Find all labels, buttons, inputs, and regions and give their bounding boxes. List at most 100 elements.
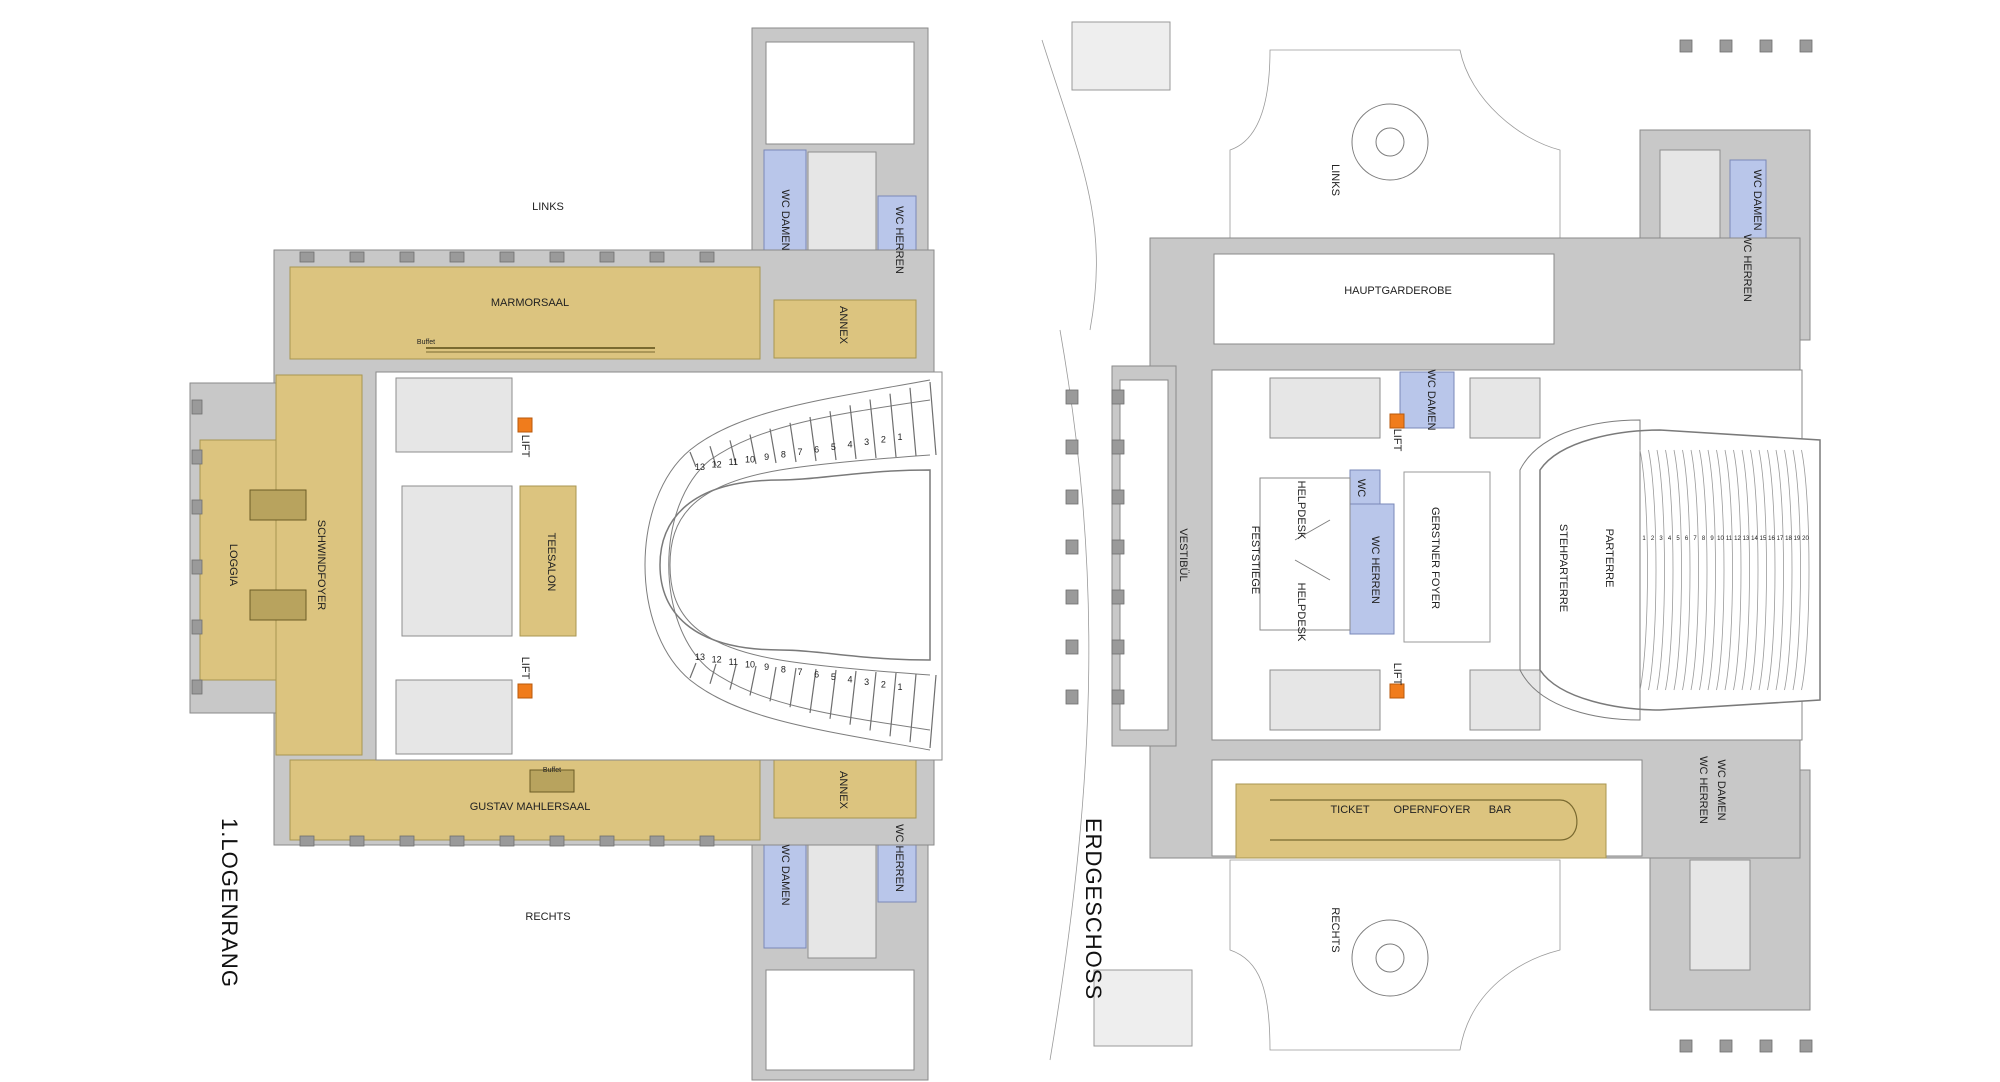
- box-number-top: 1: [897, 432, 902, 442]
- stairs-center-left: [401, 485, 513, 637]
- facade-column: [191, 399, 203, 415]
- loggia-buffet-bottom: [249, 589, 307, 621]
- lift-bottom-right: [1389, 683, 1405, 699]
- label-schwindfoyer: SCHWINDFOYER: [315, 520, 327, 611]
- label-annex-top: ANNEX: [837, 306, 849, 345]
- plan-erdgeschoss: [1041, 21, 1821, 1061]
- row-number: 4: [1668, 536, 1672, 542]
- hauptgarderobe[interactable]: [1213, 253, 1555, 345]
- box-number-bottom: 10: [745, 660, 755, 670]
- label-wc-herren-top: WC HERREN: [893, 206, 905, 274]
- wc-herren-mid[interactable]: [1349, 503, 1395, 635]
- gustav-mahlersaal[interactable]: [289, 759, 761, 841]
- row-number: 20: [1802, 536, 1809, 542]
- label-lift-bottom-right: LIFT: [1391, 663, 1403, 686]
- facade-column: [1065, 639, 1079, 655]
- label-lift-top-right: LIFT: [1391, 429, 1403, 452]
- label-helpdesk-bottom: HELPDESK: [1295, 583, 1307, 642]
- loggia-buffet-top: [249, 489, 307, 521]
- lift-top-right: [1389, 413, 1405, 429]
- parterre[interactable]: [1539, 429, 1821, 711]
- teesalon[interactable]: [519, 485, 577, 637]
- seat-row: [1801, 449, 1810, 691]
- facade-column: [699, 835, 715, 847]
- courtyard-bottom: [1229, 859, 1561, 1051]
- wc-damen-mid[interactable]: [1399, 371, 1455, 429]
- label-feststiege: FESTSTIEGE: [1249, 526, 1261, 594]
- lift-top-left: [517, 417, 533, 433]
- annex-bottom[interactable]: [773, 759, 917, 819]
- row-number: 14: [1751, 536, 1758, 542]
- label-buffet-marmorsaal: Buffet: [417, 339, 435, 346]
- feststiege[interactable]: [1259, 477, 1351, 631]
- stehparterre[interactable]: [1519, 419, 1641, 721]
- label-annex-bottom: ANNEX: [837, 771, 849, 810]
- row-number: 17: [1777, 536, 1784, 542]
- facade-column: [1065, 589, 1079, 605]
- box-divider-top: [729, 440, 737, 466]
- facade-column: [599, 835, 615, 847]
- label-wc-herren-top-r: WC HERREN: [1741, 234, 1753, 302]
- facade-column: [349, 251, 365, 263]
- label-rechts-left: RECHTS: [525, 911, 570, 923]
- label-vestibuel: VESTIBÜL: [1177, 528, 1189, 581]
- facade-column: [549, 251, 565, 263]
- box-number-bottom: 11: [729, 657, 738, 667]
- label-wc-herren-bottom-r: WC HERREN: [1697, 756, 1709, 824]
- row-number: 9: [1710, 536, 1714, 542]
- facade-column: [191, 679, 203, 695]
- facade-column: [1065, 489, 1079, 505]
- schwindfoyer[interactable]: [275, 374, 363, 756]
- box-number-top: 6: [814, 445, 819, 455]
- gerstner-foyer[interactable]: [1403, 471, 1491, 643]
- facade-column: [349, 835, 365, 847]
- wc-small[interactable]: [1349, 469, 1381, 505]
- box-divider-bottom: [769, 666, 777, 702]
- label-title-logenrang: 1.LOGENRANG: [217, 818, 242, 988]
- label-opernfoyer: OPERNFOYER: [1393, 804, 1470, 816]
- label-wc-damen-bottom: WC DAMEN: [779, 844, 791, 905]
- label-bar: BAR: [1489, 804, 1512, 816]
- label-wc-herren-bottom: WC HERREN: [893, 824, 905, 892]
- seat-row: [1716, 449, 1725, 691]
- box-number-top: 13: [695, 462, 705, 472]
- box-divider-top: [869, 399, 877, 459]
- seat-row: [1699, 449, 1708, 691]
- annex-top[interactable]: [773, 299, 917, 359]
- seat-row: [1673, 449, 1682, 691]
- label-lift-bottom-left: LIFT: [519, 657, 531, 680]
- facade-column: [1111, 489, 1125, 505]
- facade-column: [649, 835, 665, 847]
- row-number: 5: [1676, 536, 1680, 542]
- seat-row: [1724, 449, 1733, 691]
- box-divider-bottom: [749, 665, 757, 696]
- box-number-bottom: 12: [712, 655, 722, 665]
- stairs-bottom-left: [395, 679, 513, 755]
- lift-bottom-left: [517, 683, 533, 699]
- box-number-top: 10: [745, 455, 755, 465]
- box-number-top: 7: [797, 447, 802, 457]
- label-wc-damen-top: WC DAMEN: [779, 189, 791, 250]
- vestibuel[interactable]: [1119, 379, 1169, 731]
- facade-column: [399, 251, 415, 263]
- facade-column: [1719, 39, 1733, 53]
- marmorsaal[interactable]: [289, 266, 761, 360]
- fountain-bottom: [1351, 919, 1429, 997]
- opernfoyer[interactable]: [1235, 783, 1607, 859]
- box-divider-bottom: [909, 673, 917, 743]
- box-divider-top: [749, 434, 757, 465]
- facade-column: [1065, 539, 1079, 555]
- row-number: 18: [1785, 536, 1792, 542]
- box-divider-top: [709, 445, 717, 467]
- label-title-erdgeschoss: ERDGESCHOSS: [1081, 818, 1106, 1000]
- facade-column: [1759, 1039, 1773, 1053]
- seat-row: [1758, 449, 1767, 691]
- label-stehparterre: STEHPARTERRE: [1557, 524, 1569, 612]
- box-divider-top: [689, 451, 697, 468]
- box-number-top: 9: [764, 452, 769, 462]
- facade-column: [1111, 689, 1125, 705]
- row-number: 15: [1760, 536, 1767, 542]
- label-helpdesk-top: HELPDESK: [1295, 481, 1307, 540]
- box-number-bottom: 1: [897, 682, 902, 692]
